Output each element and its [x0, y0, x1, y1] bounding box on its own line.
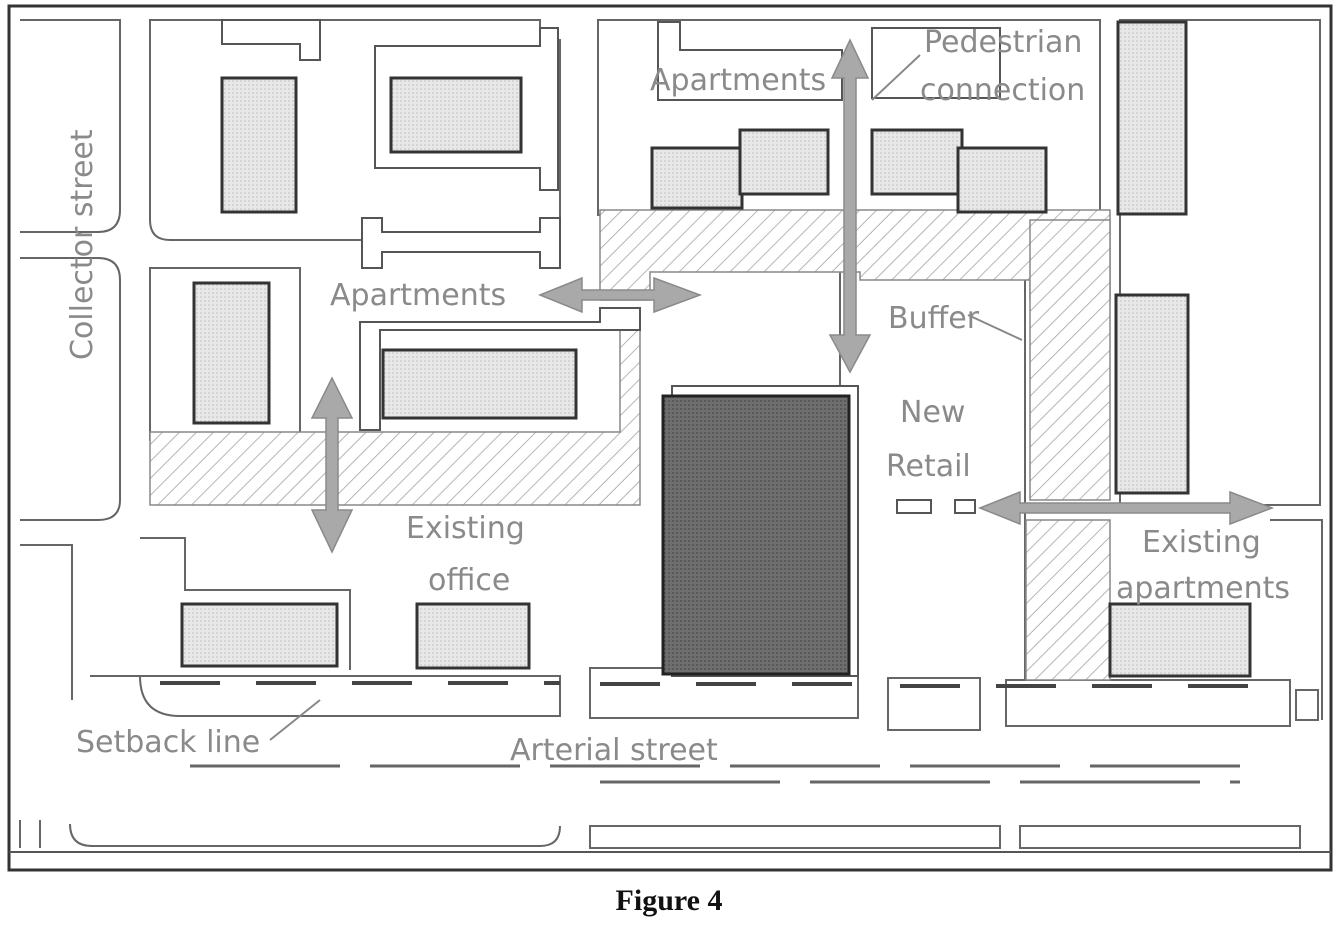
- buildings: [180, 20, 1252, 678]
- building: [738, 128, 830, 196]
- building: [389, 76, 523, 154]
- existing-office-label: Existing: [406, 511, 525, 546]
- building: [415, 602, 531, 670]
- new-retail-building: [661, 394, 851, 676]
- site-plan-diagram: Collector street Apartments Pedestrian c…: [7, 4, 1333, 872]
- collector-street-label: Collector street: [65, 129, 100, 360]
- arterial-street-label: Arterial street: [510, 733, 718, 768]
- building: [1114, 293, 1190, 495]
- existing-apartments-arrow: [977, 490, 1275, 526]
- leader-lines: [269, 54, 1023, 741]
- building: [1108, 602, 1252, 678]
- building: [192, 281, 271, 425]
- pedestrian-label: Pedestrian: [924, 25, 1082, 60]
- office-arrow: [310, 376, 354, 554]
- setback-line-label: Setback line: [76, 725, 260, 760]
- kiosk: [896, 499, 932, 514]
- connection-label: connection: [920, 73, 1085, 108]
- figure-caption: Figure 4: [615, 884, 723, 917]
- kiosk: [954, 499, 976, 514]
- existing-apartments-label: Existing: [1142, 525, 1261, 560]
- buffer-label: Buffer: [888, 301, 980, 336]
- apartments-arrow: [538, 276, 703, 314]
- apartments-mid-label: Apartments: [330, 278, 506, 313]
- setback-lines: [160, 681, 1270, 784]
- building: [381, 348, 578, 420]
- apartments-top-label: Apartments: [650, 63, 826, 98]
- circulation-arrows: [310, 38, 1275, 554]
- new-label: New: [900, 395, 965, 430]
- building: [650, 146, 744, 210]
- office-label: office: [428, 563, 510, 598]
- pedestrian-arrow: [828, 38, 872, 374]
- building: [870, 128, 964, 196]
- building: [1116, 20, 1188, 216]
- apartments-label: apartments: [1116, 571, 1290, 606]
- building: [956, 146, 1048, 214]
- building: [220, 76, 298, 214]
- retail-label: Retail: [886, 449, 971, 484]
- building: [180, 602, 339, 668]
